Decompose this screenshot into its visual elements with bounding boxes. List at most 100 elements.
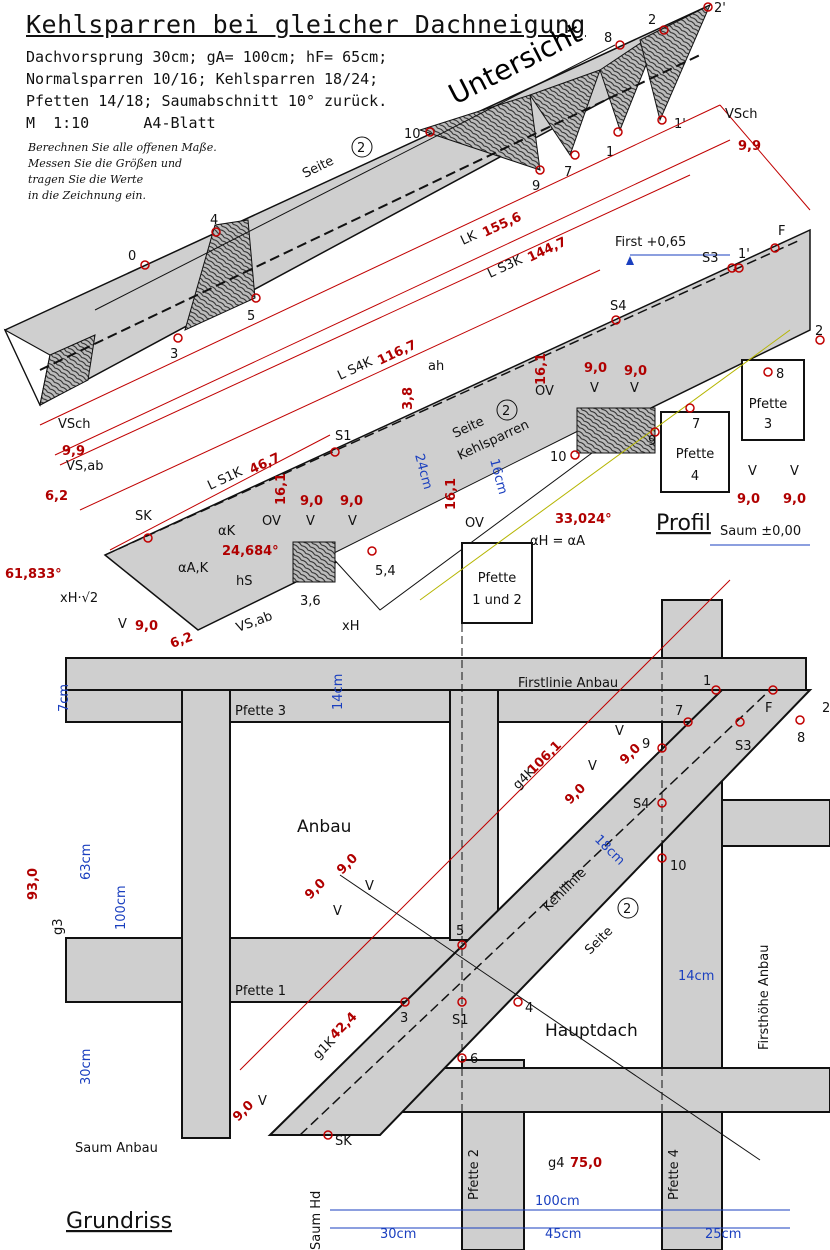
- g4k-value: 106,1: [525, 738, 565, 778]
- svg-text:4: 4: [525, 1001, 533, 1016]
- svg-text:9,0: 9,0: [617, 741, 644, 768]
- svg-text:63cm: 63cm: [79, 844, 94, 880]
- svg-text:5,4: 5,4: [375, 564, 396, 579]
- grundriss-view: Firstlinie Anbau Pfette 3 Pfette 1 Pfett…: [26, 579, 830, 1250]
- pfette-3-plan: [65, 689, 767, 723]
- pfette-1-2-section: [461, 542, 533, 624]
- svg-text:3: 3: [170, 347, 178, 362]
- svg-text:1: 1: [703, 674, 711, 689]
- svg-text:7: 7: [564, 165, 572, 180]
- svg-text:10: 10: [550, 450, 567, 465]
- svg-text:9,0: 9,0: [302, 876, 329, 903]
- svg-text:45cm: 45cm: [545, 1227, 581, 1242]
- svg-text:30cm: 30cm: [79, 1049, 94, 1085]
- svg-text:g4: g4: [548, 1156, 565, 1171]
- svg-text:hS: hS: [236, 574, 253, 589]
- svg-text:αA,K: αA,K: [178, 561, 209, 576]
- dim-line-ls3k: [59, 174, 691, 466]
- svg-text:5: 5: [247, 309, 255, 324]
- untersicht-seite-label: Seite: [300, 154, 336, 182]
- svg-text:9,0: 9,0: [562, 781, 589, 808]
- svg-text:14cm: 14cm: [678, 969, 714, 984]
- firstlinie-anbau-plan: [65, 657, 807, 691]
- svg-text:S3: S3: [702, 251, 719, 266]
- svg-text:xH: xH: [342, 619, 359, 634]
- svg-text:VSch: VSch: [725, 107, 758, 122]
- svg-text:xH·√2: xH·√2: [60, 591, 98, 606]
- svg-text:4: 4: [691, 469, 699, 484]
- svg-text:OV: OV: [535, 384, 554, 399]
- svg-text:S1: S1: [335, 429, 352, 444]
- kehlsparren-plan: [267, 689, 813, 1136]
- grundriss-title: Grundriss: [66, 1209, 172, 1234]
- pfette-4-label: Pfette 4: [667, 1149, 682, 1200]
- sparren-anbau-left: [181, 689, 231, 1139]
- firstlinie-label: Firstlinie Anbau: [518, 676, 618, 691]
- svg-text:9,0: 9,0: [135, 619, 158, 634]
- svg-text:g3: g3: [51, 918, 66, 935]
- svg-text:3,8: 3,8: [401, 387, 416, 410]
- spec-line-4: M 1:10 A4-Blatt: [26, 114, 216, 132]
- g3-value: 93,0: [26, 868, 41, 900]
- seite-circle-plan: [617, 897, 639, 919]
- svg-text:V: V: [615, 724, 624, 739]
- svg-text:1': 1': [674, 117, 686, 132]
- svg-text:14cm: 14cm: [331, 674, 346, 710]
- hauptdach-label: Hauptdach: [545, 1021, 638, 1041]
- svg-text:9: 9: [532, 179, 540, 194]
- untersicht-points: 2' 2 8 10 1 7 9 1' 0 4 5 3: [128, 1, 726, 362]
- svg-text:7: 7: [675, 704, 683, 719]
- svg-text:αH = αA: αH = αA: [530, 534, 585, 549]
- svg-text:V: V: [630, 381, 639, 396]
- dim-line-vsch: [54, 139, 731, 456]
- svg-text:VSch: VSch: [58, 417, 91, 432]
- svg-text:3: 3: [764, 417, 772, 432]
- first-level: First +0,65: [615, 235, 686, 250]
- g1k-value: 42,4: [327, 1010, 360, 1043]
- svg-text:Pfette: Pfette: [676, 447, 715, 462]
- g4-value: 75,0: [570, 1156, 602, 1171]
- drawing-title: Kehlsparren bei gleicher Dachneigung: [26, 10, 586, 39]
- svg-text:V: V: [790, 464, 799, 479]
- svg-text:S3: S3: [735, 739, 752, 754]
- task-note-3: tragen Sie die Werte: [28, 173, 144, 186]
- svg-text:16,1: 16,1: [534, 353, 549, 385]
- svg-text:7: 7: [692, 417, 700, 432]
- svg-text:2: 2: [502, 404, 510, 419]
- spec-line-3: Pfetten 14/18; Saumabschnitt 10° zurück.: [26, 92, 388, 110]
- svg-text:V: V: [590, 381, 599, 396]
- svg-text:VS,ab: VS,ab: [66, 459, 104, 474]
- spec-line-1: Dachvorsprung 30cm; gA= 100cm; hF= 65cm;: [26, 48, 388, 66]
- svg-text:2: 2: [648, 13, 656, 28]
- lk-label: LK: [458, 228, 479, 248]
- svg-text:10: 10: [670, 859, 687, 874]
- task-note-4: in die Zeichnung ein.: [28, 189, 146, 202]
- vsab-value-bottom: 6,2: [168, 630, 195, 652]
- svg-text:S4: S4: [633, 797, 650, 812]
- svg-text:2': 2': [714, 1, 726, 16]
- svg-text:OV: OV: [262, 514, 281, 529]
- svg-text:9,0: 9,0: [230, 1098, 257, 1125]
- dim-line-lk: [39, 104, 721, 426]
- svg-text:6: 6: [470, 1052, 478, 1067]
- svg-text:V: V: [348, 514, 357, 529]
- spec-line-2: Normalsparren 10/16; Kehlsparren 18/24;: [26, 70, 379, 88]
- svg-text:L S3K: L S3K: [485, 252, 525, 281]
- pfette-1-label: Pfette 1: [235, 984, 286, 999]
- svg-text:9,0: 9,0: [783, 492, 806, 507]
- svg-text:10: 10: [404, 127, 421, 142]
- task-note-2: Messen Sie die Größen und: [28, 157, 183, 170]
- svg-text:L S4K: L S4K: [335, 354, 375, 383]
- profil-title: Profil: [656, 511, 711, 536]
- svg-text:V: V: [258, 1094, 267, 1109]
- svg-text:7cm: 7cm: [57, 684, 72, 712]
- svg-text:2: 2: [623, 902, 631, 917]
- svg-text:V: V: [365, 879, 374, 894]
- svg-text:F: F: [765, 701, 772, 716]
- svg-text:8: 8: [604, 31, 612, 46]
- svg-text:S4: S4: [610, 299, 627, 314]
- vsch-value-left: 9,9: [62, 444, 85, 459]
- vsch-value-top: 9,9: [738, 139, 761, 154]
- sparren-anbau-right: [449, 689, 499, 941]
